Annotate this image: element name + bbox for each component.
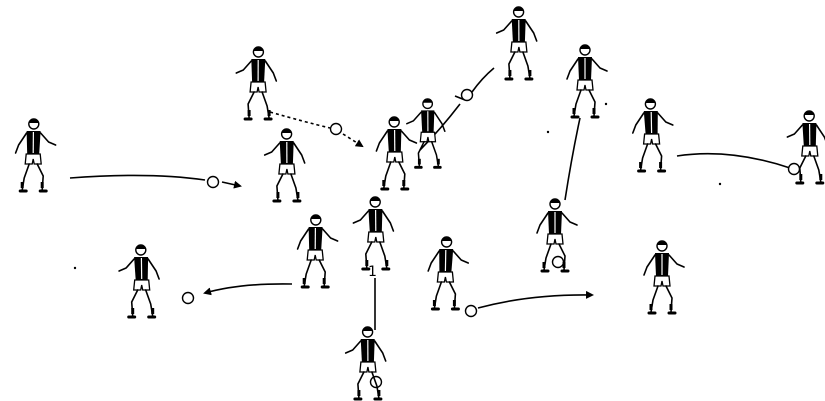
player-arm bbox=[453, 251, 468, 263]
player-arm bbox=[16, 133, 27, 153]
player-arm bbox=[353, 211, 368, 223]
player-arm bbox=[265, 143, 280, 155]
player-figure-icon bbox=[497, 7, 537, 79]
ball-icon bbox=[553, 257, 564, 268]
player-shorts bbox=[25, 154, 41, 164]
player-figure-icon bbox=[567, 45, 607, 117]
ball-icon bbox=[789, 164, 800, 175]
player-shorts bbox=[802, 146, 818, 156]
player-arm bbox=[669, 255, 684, 267]
player-figure-icon bbox=[265, 129, 305, 201]
pass-path bbox=[70, 175, 205, 180]
player-shorts bbox=[134, 280, 150, 290]
player-arm bbox=[376, 131, 387, 151]
player-shorts bbox=[279, 164, 295, 174]
player-arm bbox=[658, 113, 673, 125]
player-arm bbox=[816, 125, 825, 145]
speck bbox=[605, 103, 607, 105]
speck bbox=[547, 131, 549, 133]
ball-icon bbox=[183, 293, 194, 304]
ball-icon bbox=[331, 124, 342, 135]
player-figure-icon bbox=[298, 215, 338, 287]
player-arm bbox=[633, 113, 644, 133]
player-arm bbox=[526, 21, 537, 41]
player-shorts bbox=[307, 250, 323, 260]
ball-icon bbox=[208, 177, 219, 188]
player-figure-icon bbox=[16, 119, 56, 191]
speck bbox=[719, 183, 721, 185]
player-arm bbox=[592, 59, 607, 71]
player-shorts bbox=[511, 42, 527, 52]
player-arm bbox=[298, 229, 309, 249]
player-arm bbox=[787, 125, 802, 137]
pass-path bbox=[478, 295, 592, 308]
pass-path bbox=[472, 68, 494, 92]
balls-layer bbox=[183, 90, 800, 388]
player-shorts bbox=[368, 232, 384, 242]
player-arm bbox=[375, 341, 386, 361]
ball-icon bbox=[466, 306, 477, 317]
player-arm bbox=[497, 21, 512, 33]
player-figure-icon bbox=[376, 117, 416, 189]
pass-path bbox=[565, 118, 580, 200]
pass-path bbox=[677, 154, 790, 168]
player-arm bbox=[236, 61, 251, 73]
player-figure-icon bbox=[644, 241, 684, 313]
player-shorts bbox=[360, 362, 376, 372]
pass-path bbox=[222, 182, 240, 186]
player-figure-icon bbox=[346, 327, 386, 399]
player-figure-icon bbox=[119, 245, 159, 317]
player-arm bbox=[537, 213, 548, 233]
player-arm bbox=[567, 59, 578, 79]
player-arm bbox=[119, 259, 134, 271]
player-arm bbox=[148, 259, 159, 279]
pass-path bbox=[205, 284, 292, 293]
player-arm bbox=[41, 133, 56, 145]
player-arm bbox=[407, 112, 421, 123]
player-arm bbox=[428, 251, 439, 271]
player-shorts bbox=[437, 272, 453, 282]
player-shorts bbox=[644, 134, 660, 144]
player-figure-icon bbox=[353, 197, 393, 269]
player-shorts bbox=[250, 82, 266, 92]
pass-path bbox=[343, 134, 362, 146]
pass-path bbox=[270, 112, 330, 128]
specks-layer bbox=[74, 103, 721, 269]
player-figure-icon bbox=[633, 99, 673, 171]
player-arm bbox=[382, 211, 393, 231]
player-shorts bbox=[420, 132, 435, 142]
player-arm bbox=[294, 143, 305, 163]
player-arm bbox=[323, 229, 338, 241]
player-shorts bbox=[654, 276, 670, 286]
player-arm bbox=[562, 213, 577, 225]
player-arm bbox=[346, 341, 361, 353]
player-arm bbox=[401, 131, 416, 143]
players-layer bbox=[16, 7, 825, 399]
station-number-label: 1 bbox=[368, 264, 377, 280]
player-shorts bbox=[577, 80, 593, 90]
player-figure-icon bbox=[407, 99, 445, 167]
speck bbox=[74, 267, 76, 269]
player-figure-icon bbox=[236, 47, 276, 119]
player-shorts bbox=[547, 234, 563, 244]
ball-icon bbox=[462, 90, 473, 101]
player-arm bbox=[644, 255, 655, 275]
player-figure-icon bbox=[428, 237, 468, 309]
player-shorts bbox=[387, 152, 403, 162]
player-arm bbox=[265, 61, 276, 81]
